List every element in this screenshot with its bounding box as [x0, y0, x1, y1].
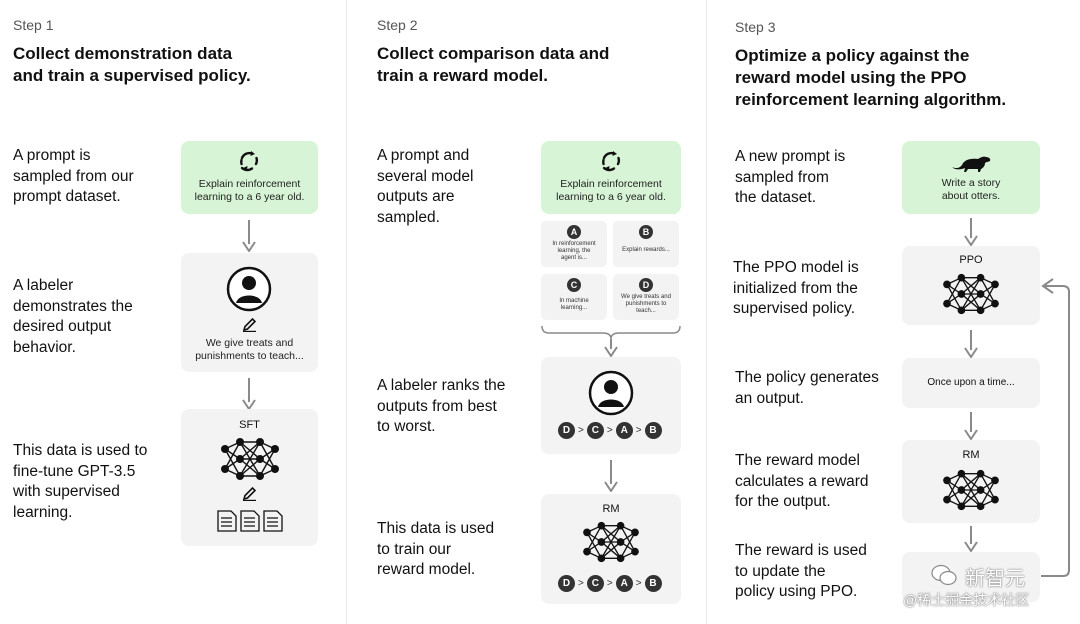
ranking-row: D > C > A > B [558, 422, 662, 439]
output-card-d: D We give treats and punishments to teac… [613, 274, 679, 320]
rank-item: A [615, 575, 633, 592]
refresh-icon [240, 151, 259, 172]
rank-item: B [644, 575, 662, 592]
step1-sft-box: SFT [181, 409, 318, 546]
loop-arrow-icon [1041, 278, 1070, 577]
step2-column: Step 2 Collect comparison data and train… [346, 0, 706, 624]
output-text: In reinforcement learning, the agent is.… [552, 241, 596, 261]
output-letter: B [639, 225, 653, 239]
arrow-down-icon [964, 218, 978, 246]
step3-column: Step 3 Optimize a policy against the rew… [706, 0, 1080, 624]
document-icon [217, 510, 283, 532]
pencil-icon [242, 317, 257, 332]
step2-ranking-box: D > C > A > B [541, 357, 681, 454]
output-letter: C [567, 278, 581, 292]
arrow-down-icon [242, 378, 256, 410]
watermark-title: 新智元 [965, 568, 1025, 590]
output-card-b: B Explain rewards... [613, 221, 679, 267]
step1-demonstration-box: We give treats and punishments to teach.… [181, 253, 318, 372]
neural-network-icon [583, 521, 639, 563]
rank-item: D [558, 422, 575, 439]
step3-desc-prompt: A new prompt is sampled from the dataset… [735, 148, 846, 206]
person-icon [588, 370, 634, 416]
step1-demo-text: We give treats and punishments to teach.… [195, 337, 304, 362]
step2-desc-prompt: A prompt and several model outputs are s… [377, 147, 474, 226]
step3-rm-box: RM [902, 440, 1040, 523]
step3-desc-generate: The policy generates an output. [735, 369, 879, 407]
step2-label: Step 2 [377, 17, 418, 33]
step3-prompt-box: Write a story about otters. [902, 141, 1040, 214]
step1-label: Step 1 [13, 17, 54, 33]
rank-separator: > [578, 578, 584, 589]
neural-network-icon [221, 438, 279, 480]
output-card-c: C In machine learning... [541, 274, 607, 320]
rank-item: A [615, 422, 633, 439]
step2-rm-box: RM D > C > A > B [541, 494, 681, 604]
arrow-down-icon [242, 220, 256, 252]
neural-network-icon [943, 469, 999, 511]
arrow-down-icon [604, 460, 618, 492]
rank-item: C [586, 575, 604, 592]
step2-prompt-text: Explain reinforcement learning to a 6 ye… [556, 178, 666, 203]
step1-column: Step 1 Collect demonstration data and tr… [0, 0, 346, 624]
person-icon [226, 266, 272, 312]
arrow-down-icon [964, 526, 978, 552]
step3-desc-ppo-init: The PPO model is initialized from the su… [733, 259, 859, 317]
rm-label: RM [962, 449, 980, 461]
ppo-label: PPO [959, 254, 983, 266]
rm-label: RM [602, 503, 620, 515]
ranking-row: D > C > A > B [558, 575, 662, 592]
pencil-icon [242, 486, 257, 501]
watermark-handle: @稀土掘金技术社区 [903, 592, 1030, 608]
rank-separator: > [606, 425, 613, 436]
step1-heading: Collect demonstration data and train a s… [13, 44, 251, 85]
rank-separator: > [635, 578, 642, 589]
step3-label: Step 3 [735, 19, 776, 35]
step1-prompt-box: Explain reinforcement learning to a 6 ye… [181, 141, 318, 214]
otter-icon [952, 156, 991, 172]
rank-separator: > [578, 425, 584, 436]
step3-desc-update: The reward is used to update the policy … [735, 542, 867, 600]
step3-heading: Optimize a policy against the reward mod… [735, 46, 1007, 109]
rank-item: B [644, 422, 662, 439]
output-card-a: A In reinforcement learning, the agent i… [541, 221, 607, 267]
step2-desc-labeler: A labeler ranks the outputs from best to… [377, 377, 506, 435]
step3-output-box: Once upon a time... [902, 358, 1040, 408]
output-text: Explain rewards... [622, 247, 670, 253]
step1-prompt-text: Explain reinforcement learning to a 6 ye… [194, 178, 305, 203]
output-text: We give treats and punishments to teach.… [621, 294, 671, 314]
output-text: In machine learning... [559, 298, 589, 311]
wechat-logo-icon [931, 564, 957, 586]
rank-separator: > [606, 578, 613, 589]
brace-arrow-icon [541, 325, 681, 357]
rank-separator: > [635, 425, 642, 436]
step2-heading: Collect comparison data and train a rewa… [377, 44, 610, 85]
rank-item: D [558, 575, 575, 592]
step1-desc-prompt: A prompt is sampled from our prompt data… [13, 147, 134, 205]
step3-reward-box [902, 552, 1040, 602]
arrow-down-icon [964, 330, 978, 358]
step3-prompt-text: Write a story about otters. [941, 177, 1001, 202]
step3-output-text: Once upon a time... [927, 377, 1015, 388]
step2-prompt-box: Explain reinforcement learning to a 6 ye… [541, 141, 681, 214]
step1-desc-labeler: A labeler demonstrates the desired outpu… [13, 277, 133, 356]
output-letter: D [639, 278, 653, 292]
step2-desc-train: This data is used to train our reward mo… [377, 520, 495, 578]
output-letter: A [567, 225, 581, 239]
step3-desc-reward: The reward model calculates a reward for… [735, 452, 869, 510]
refresh-icon [602, 151, 621, 172]
step1-desc-finetune: This data is used to fine-tune GPT-3.5 w… [13, 442, 148, 521]
arrow-down-icon [964, 412, 978, 440]
rank-item: C [586, 422, 604, 439]
step3-ppo-box: PPO [902, 246, 1040, 325]
neural-network-icon [943, 273, 999, 315]
sft-label: SFT [239, 419, 260, 431]
